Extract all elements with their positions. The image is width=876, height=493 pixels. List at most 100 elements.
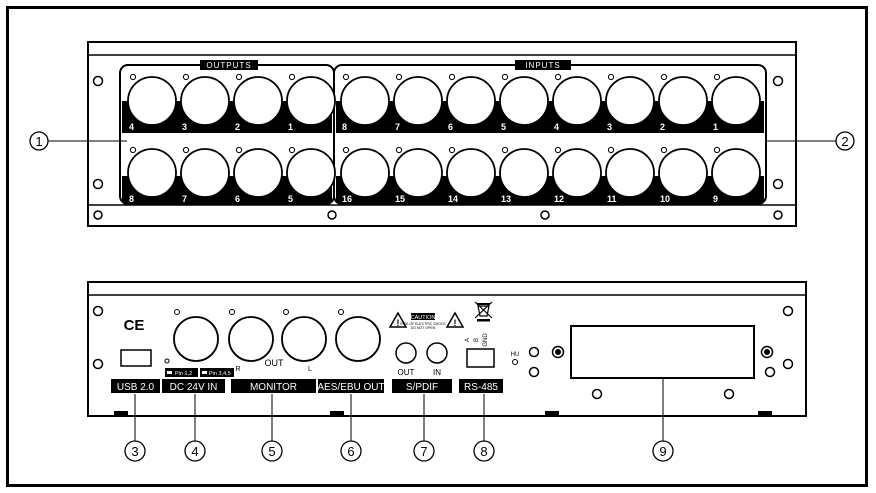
input-connector-15: 15 bbox=[393, 146, 443, 204]
input-connector-14: 14 bbox=[446, 146, 496, 204]
rs485-pin-gnd: GND bbox=[483, 333, 489, 347]
xlr-latch-dot bbox=[607, 146, 615, 154]
bin-bar bbox=[477, 319, 490, 322]
channel-number: 13 bbox=[501, 194, 511, 204]
callout-circle bbox=[184, 440, 206, 462]
pin-label-left-box bbox=[165, 368, 198, 377]
caution-line-1: RISK OF ELECTRIC SHOCK bbox=[400, 322, 446, 326]
input-connector-1: 1 bbox=[711, 73, 761, 132]
rear-foot bbox=[758, 411, 772, 416]
callout-number: 8 bbox=[480, 444, 487, 459]
dc-xlr-connector bbox=[173, 309, 219, 362]
xlr-latch-dot bbox=[342, 73, 350, 81]
output-connector-8: 8 bbox=[127, 146, 177, 204]
slot-screw-core bbox=[764, 349, 770, 355]
xlr-connector bbox=[552, 148, 602, 198]
warning-triangle-icon bbox=[388, 311, 408, 328]
xlr-latch-dot bbox=[554, 146, 562, 154]
xlr-connector bbox=[393, 148, 443, 198]
callout-number: 2 bbox=[841, 134, 848, 149]
rear-panel: CE Pin 1,2 Pin 3,4,5 R OUT L bbox=[87, 281, 807, 417]
xlr-latch-dot bbox=[448, 146, 456, 154]
monitor-label: MONITOR bbox=[250, 382, 297, 393]
outputs-title-box bbox=[200, 60, 258, 70]
xlr-latch-dot bbox=[182, 146, 190, 154]
xlr-connector bbox=[286, 148, 336, 198]
inputs-title: INPUTS bbox=[525, 61, 560, 70]
callout-circle bbox=[473, 440, 495, 462]
usb-label: USB 2.0 bbox=[117, 382, 155, 393]
xlr-connector bbox=[233, 76, 283, 126]
monitor-label-box bbox=[231, 379, 316, 393]
output-connector-5: 5 bbox=[286, 146, 336, 204]
output-connector-3: 3 bbox=[180, 73, 230, 132]
callout-6: 6 bbox=[340, 394, 362, 462]
xlr-latch-dot bbox=[288, 73, 296, 81]
channel-number: 11 bbox=[607, 194, 617, 204]
xlr-connector bbox=[335, 316, 381, 362]
xlr-connector bbox=[286, 76, 336, 126]
monitor-l-label: L bbox=[308, 366, 312, 373]
spdif-out-label: OUT bbox=[398, 368, 415, 377]
panel-screw bbox=[591, 388, 603, 400]
callout-number: 7 bbox=[420, 444, 427, 459]
callout-5: 5 bbox=[261, 394, 283, 462]
channel-number: 9 bbox=[713, 194, 718, 204]
xlr-connector bbox=[499, 76, 549, 126]
dc-label: DC 24V IN bbox=[170, 382, 218, 393]
xlr-dot bbox=[338, 309, 344, 315]
rs485-pin-b: B bbox=[474, 338, 480, 342]
xlr-connector bbox=[340, 76, 390, 126]
xlr-latch-dot bbox=[342, 146, 350, 154]
xlr-latch-dot bbox=[182, 73, 190, 81]
channel-number: 1 bbox=[713, 122, 718, 132]
xlr-connector bbox=[499, 148, 549, 198]
xlr-dot bbox=[174, 309, 180, 315]
xlr-connector bbox=[446, 76, 496, 126]
caution-line-2: DO NOT OPEN bbox=[411, 326, 436, 330]
warning-triangle-mark: ! bbox=[454, 318, 457, 328]
aes-label: AES/EBU OUT bbox=[317, 382, 384, 393]
rs485-label-box bbox=[459, 379, 503, 393]
xlr-latch-dot bbox=[288, 146, 296, 154]
xlr-latch-dot bbox=[235, 73, 243, 81]
output-connector-6: 6 bbox=[233, 146, 283, 204]
bin-cross bbox=[474, 301, 493, 319]
pin-label-right: Pin 3,4,5 bbox=[209, 371, 231, 377]
callout-number: 4 bbox=[191, 444, 198, 459]
bottom-screw bbox=[773, 210, 783, 220]
rs485-label: RS-485 bbox=[464, 382, 498, 393]
bottom-screw bbox=[93, 210, 103, 220]
xlr-connector bbox=[393, 76, 443, 126]
aes-label-box bbox=[318, 379, 384, 393]
xlr-connector bbox=[605, 148, 655, 198]
dc-label-box bbox=[162, 379, 225, 393]
xlr-dot bbox=[283, 309, 289, 315]
rack-screw bbox=[92, 75, 104, 87]
xlr-connector bbox=[233, 148, 283, 198]
channel-number: 8 bbox=[342, 122, 347, 132]
expansion-slot bbox=[570, 325, 755, 379]
output-connector-4: 4 bbox=[127, 73, 177, 132]
input-connector-7: 7 bbox=[393, 73, 443, 132]
aes-ebu-connector bbox=[335, 309, 381, 362]
channel-number: 4 bbox=[554, 122, 559, 132]
xlr-connector bbox=[605, 76, 655, 126]
outputs-title: OUTPUTS bbox=[206, 61, 251, 70]
rear-foot bbox=[545, 411, 559, 416]
xlr-connector bbox=[658, 76, 708, 126]
spdif-out-jack bbox=[395, 342, 417, 364]
rs485-port bbox=[466, 348, 495, 368]
bin-lid bbox=[477, 303, 490, 305]
input-connector-5: 5 bbox=[499, 73, 549, 132]
callout-number: 9 bbox=[659, 444, 666, 459]
xlr-latch-dot bbox=[395, 146, 403, 154]
input-connector-8: 8 bbox=[340, 73, 390, 132]
xlr-latch-dot bbox=[395, 73, 403, 81]
channel-number: 16 bbox=[342, 194, 352, 204]
xlr-latch-dot bbox=[660, 146, 668, 154]
spdif-label-box bbox=[392, 379, 452, 393]
xlr-connector bbox=[340, 148, 390, 198]
rs485-pin-a: A bbox=[465, 338, 471, 342]
